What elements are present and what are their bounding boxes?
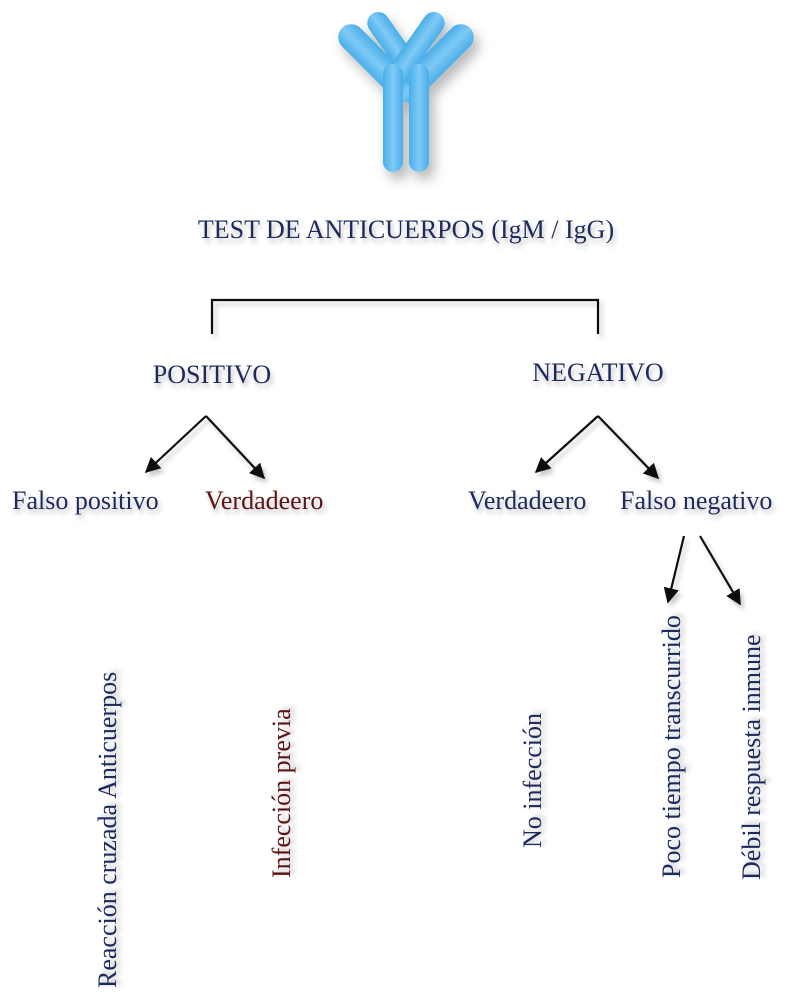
outcome-no-infection: No infección: [518, 713, 547, 848]
outcome-short-time: Poco tiempo transcurrido: [657, 615, 686, 878]
false-positive-label: Falso positivo: [12, 486, 159, 515]
antibody-icon: [338, 12, 474, 172]
root-label: TEST DE ANTICUERPOS (IgM / IgG): [198, 215, 614, 244]
true-positive-label: Verdadeero: [205, 486, 323, 515]
negative-true-arrow: [534, 415, 599, 474]
outcome-weak-immune-response: Débil respuesta inmune: [737, 635, 766, 881]
outcome-cross-reaction: Reacción cruzada Anticuerpos: [93, 672, 122, 988]
positive-false-arrow: [144, 415, 207, 474]
negative-label: NEGATIVO: [532, 358, 663, 387]
split-connector: [210, 298, 600, 334]
negative-false-arrow: [597, 415, 660, 480]
true-negative-label: Verdadeero: [468, 486, 586, 515]
positive-label: POSITIVO: [153, 360, 271, 389]
false-negative-arrow-1: [663, 535, 686, 604]
positive-true-arrow: [205, 415, 266, 480]
outcome-previous-infection: Infección previa: [267, 708, 296, 878]
false-negative-label: Falso negativo: [620, 486, 772, 515]
false-negative-arrow-2: [699, 535, 741, 606]
